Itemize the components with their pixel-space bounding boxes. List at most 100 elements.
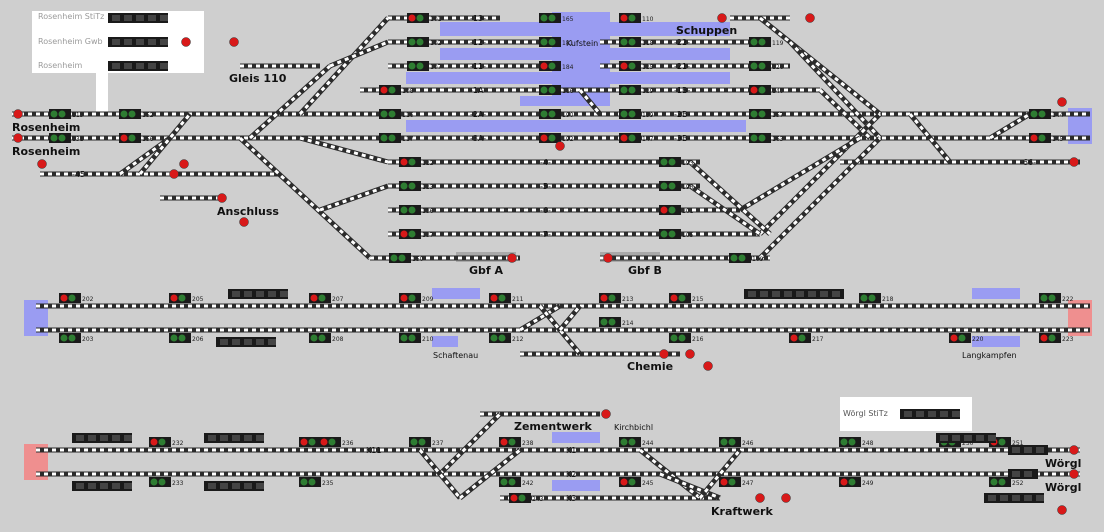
- signal[interactable]: 242: [499, 477, 534, 487]
- red-lamp[interactable]: [603, 253, 613, 263]
- signal[interactable]: 217: [789, 333, 824, 343]
- signal[interactable]: 211: [489, 293, 524, 303]
- signal[interactable]: 243: [509, 493, 544, 503]
- signal[interactable]: 209: [399, 293, 434, 303]
- signal[interactable]: 196: [659, 181, 694, 191]
- signal[interactable]: 109: [729, 253, 764, 263]
- signal[interactable]: 110: [619, 13, 654, 23]
- red-lamp[interactable]: [1069, 157, 1079, 167]
- signal[interactable]: 232: [149, 437, 184, 447]
- signal[interactable]: 233: [149, 477, 184, 487]
- signal[interactable]: 249: [839, 477, 874, 487]
- red-lamp[interactable]: [1069, 445, 1079, 455]
- signal[interactable]: 212: [489, 333, 524, 343]
- signal[interactable]: 214: [599, 317, 634, 327]
- signal[interactable]: 202: [59, 293, 94, 303]
- signal[interactable]: 163: [749, 133, 784, 143]
- signal[interactable]: 215: [669, 293, 704, 303]
- signal[interactable]: 193: [659, 157, 694, 167]
- signal[interactable]: 165: [539, 13, 574, 23]
- signal[interactable]: 246: [719, 437, 754, 447]
- red-lamp[interactable]: [1069, 469, 1079, 479]
- red-lamp[interactable]: [659, 349, 669, 359]
- signal[interactable]: 118: [619, 37, 654, 47]
- diag-6: [238, 136, 372, 260]
- signal[interactable]: 108: [379, 85, 414, 95]
- signal[interactable]: 236: [319, 437, 354, 447]
- signal[interactable]: 213: [599, 293, 634, 303]
- red-lamp[interactable]: [239, 217, 249, 227]
- signal[interactable]: 105: [659, 229, 694, 239]
- signal[interactable]: 122: [399, 157, 434, 167]
- signal[interactable]: 152: [119, 109, 154, 119]
- signal[interactable]: 206: [169, 333, 204, 343]
- red-lamp[interactable]: [13, 133, 23, 143]
- red-lamp[interactable]: [1057, 97, 1067, 107]
- signal[interactable]: 147: [619, 133, 654, 143]
- signal[interactable]: 113: [49, 109, 84, 119]
- signal[interactable]: 237: [409, 437, 444, 447]
- signal[interactable]: 102: [407, 37, 442, 47]
- signal[interactable]: 140: [749, 85, 784, 95]
- red-lamp[interactable]: [601, 409, 611, 419]
- signal[interactable]: 101: [407, 13, 442, 23]
- red-lamp[interactable]: [755, 493, 765, 503]
- signal[interactable]: 139: [619, 109, 654, 119]
- signal[interactable]: 218: [859, 293, 894, 303]
- signal[interactable]: 201: [659, 205, 694, 215]
- red-lamp[interactable]: [229, 37, 239, 47]
- signal[interactable]: 216: [669, 333, 704, 343]
- signal[interactable]: 144: [1029, 109, 1064, 119]
- signal[interactable]: 150: [389, 253, 424, 263]
- signal[interactable]: 119: [749, 37, 784, 47]
- red-lamp[interactable]: [217, 193, 227, 203]
- signal[interactable]: 137: [399, 229, 434, 239]
- signal[interactable]: 192: [539, 133, 574, 143]
- signal[interactable]: 220: [949, 333, 984, 343]
- signal[interactable]: 117: [379, 133, 414, 143]
- signal[interactable]: 235: [299, 477, 334, 487]
- signal[interactable]: 190: [539, 109, 574, 119]
- signal[interactable]: 116: [379, 109, 414, 119]
- signal[interactable]: 136: [399, 205, 434, 215]
- signal[interactable]: 107: [407, 61, 442, 71]
- signal[interactable]: 123: [399, 181, 434, 191]
- signal[interactable]: 184: [539, 61, 574, 71]
- red-lamp[interactable]: [507, 253, 517, 263]
- red-lamp[interactable]: [13, 109, 23, 119]
- red-lamp[interactable]: [685, 349, 695, 359]
- signal[interactable]: 156: [119, 133, 154, 143]
- signal[interactable]: 126: [749, 61, 784, 71]
- signal[interactable]: 181: [539, 37, 574, 47]
- red-lamp[interactable]: [1057, 505, 1067, 515]
- signal[interactable]: 203: [59, 333, 94, 343]
- signal[interactable]: 125: [619, 61, 654, 71]
- red-lamp[interactable]: [805, 13, 815, 23]
- red-lamp[interactable]: [179, 159, 189, 169]
- signal[interactable]: 247: [719, 477, 754, 487]
- block-indicator: [228, 289, 288, 299]
- red-lamp[interactable]: [555, 141, 565, 151]
- signal[interactable]: 222: [1039, 293, 1074, 303]
- signal[interactable]: 145: [1029, 133, 1064, 143]
- signal[interactable]: 186: [539, 85, 574, 95]
- signal[interactable]: 129: [619, 85, 654, 95]
- signal[interactable]: 238: [499, 437, 534, 447]
- red-lamp[interactable]: [169, 169, 179, 179]
- signal[interactable]: 208: [309, 333, 344, 343]
- signal[interactable]: 252: [989, 477, 1024, 487]
- signal[interactable]: 157: [749, 109, 784, 119]
- signal[interactable]: 131: [49, 133, 84, 143]
- signal[interactable]: 248: [839, 437, 874, 447]
- red-lamp[interactable]: [37, 159, 47, 169]
- signal[interactable]: 245: [619, 477, 654, 487]
- signal[interactable]: 205: [169, 293, 204, 303]
- red-lamp[interactable]: [703, 361, 713, 371]
- signal[interactable]: 210: [399, 333, 434, 343]
- signal[interactable]: 207: [309, 293, 344, 303]
- signal[interactable]: 244: [619, 437, 654, 447]
- red-lamp[interactable]: [781, 493, 791, 503]
- signal[interactable]: 223: [1039, 333, 1074, 343]
- red-lamp[interactable]: [717, 13, 727, 23]
- red-lamp[interactable]: [181, 37, 191, 47]
